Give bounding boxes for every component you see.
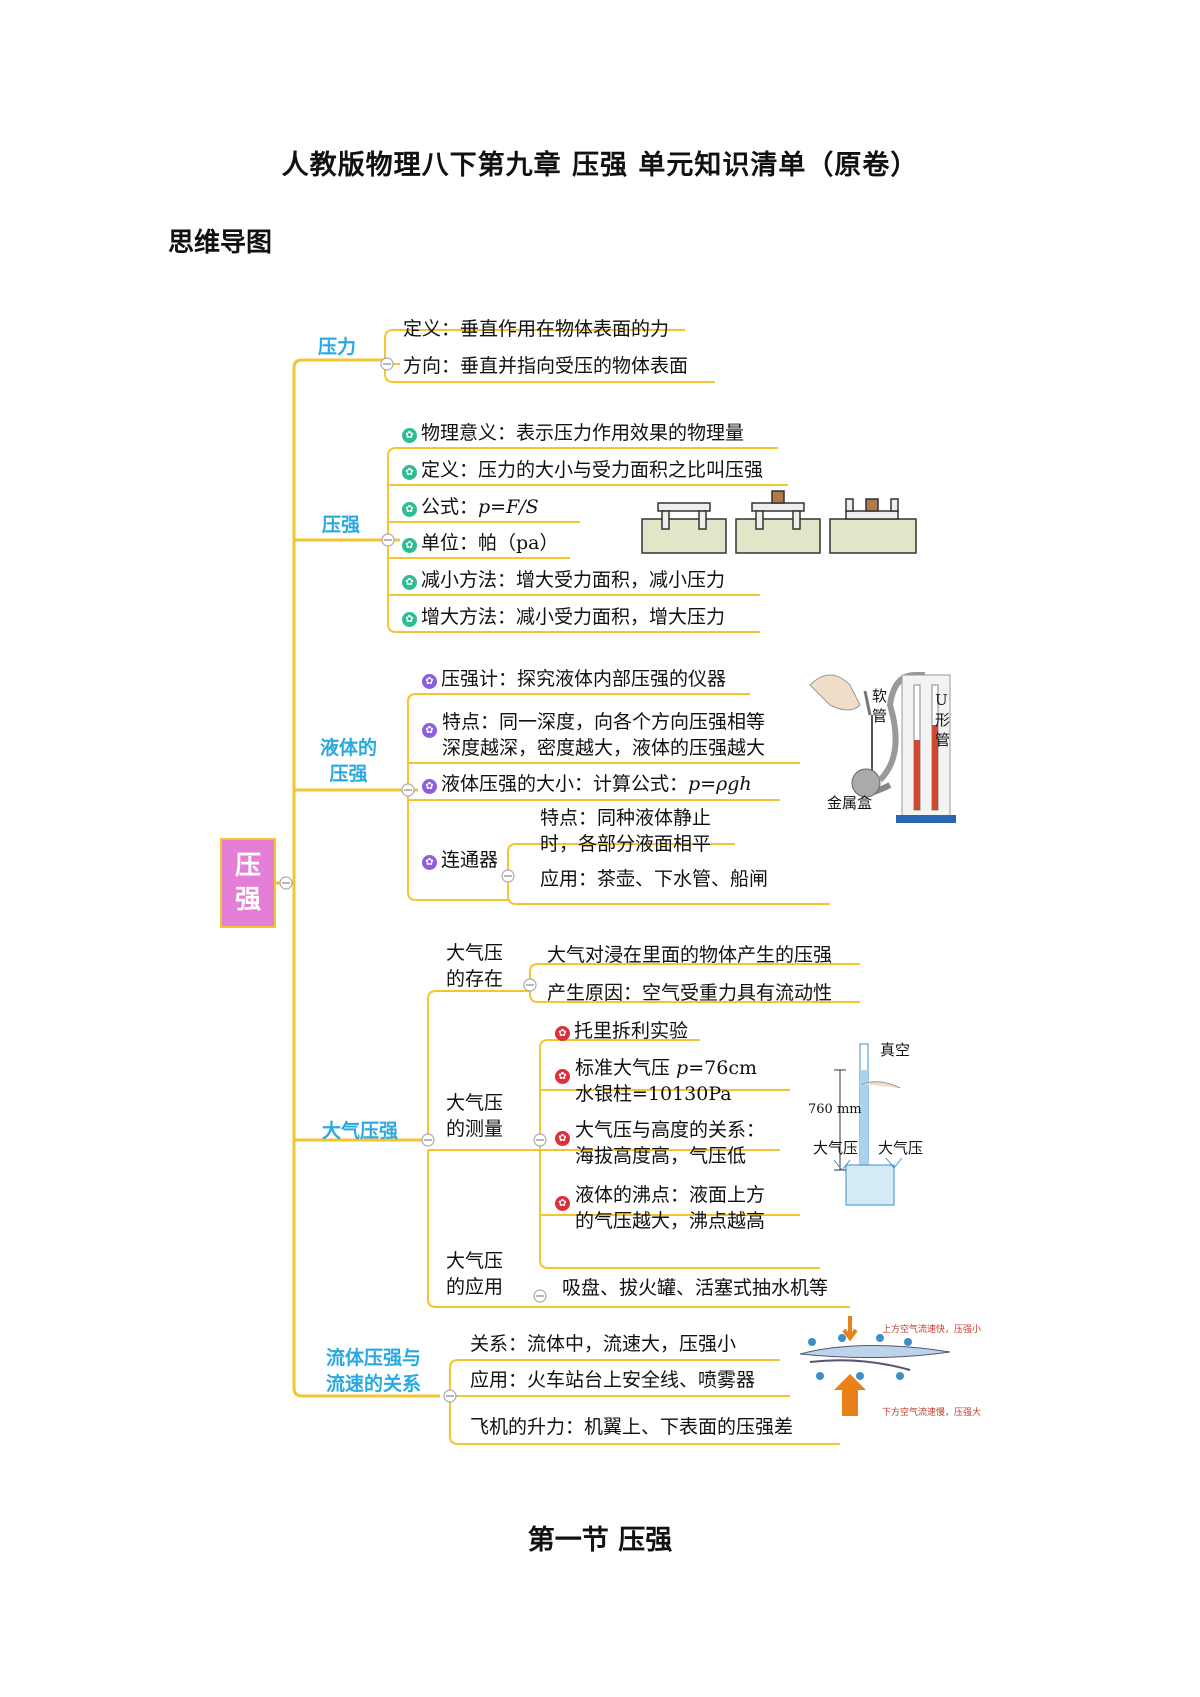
star-bullet-icon: ✿ xyxy=(402,502,417,517)
leaf-pressure-definition: ✿定义：压力的大小与受力面积之比叫压强 xyxy=(402,457,763,484)
branch-fluid-label-1: 流体压强与 xyxy=(326,1347,422,1369)
leaf-pressure-decrease: ✿减小方法：增大受力面积，减小压力 xyxy=(402,567,725,594)
leaf-atm-existence-1: 大气对浸在里面的物体产生的压强 xyxy=(547,944,833,966)
star-bullet-icon: ✿ xyxy=(402,612,417,627)
leaf-fluid-application: 应用：火车站台上安全线、喷雾器 xyxy=(470,1369,756,1391)
leaf-liquid-size: ✿液体压强的大小：计算公式：p=ρgh xyxy=(422,771,752,798)
star-bullet-icon: ✿ xyxy=(402,465,417,480)
formula-liquid: p=ρgh xyxy=(688,773,752,795)
leaf-fluid-lift: 飞机的升力：机翼上、下表面的压强差 xyxy=(470,1416,794,1438)
branch-fluid-label-2: 流速的关系 xyxy=(326,1373,422,1395)
star-bullet-icon: ✿ xyxy=(555,1196,570,1211)
leaf-pressure-force-direction: 方向：垂直并指向受压的物体表面 xyxy=(403,355,689,377)
connector-spine xyxy=(292,368,440,1398)
branch-liquid-label-1: 液体的 xyxy=(320,737,378,759)
leaf-pressure-meaning: ✿物理意义：表示压力作用效果的物理量 xyxy=(402,420,744,447)
star-bullet-icon: ✿ xyxy=(555,1026,570,1041)
star-bullet-icon: ✿ xyxy=(422,674,437,689)
label-soft-tube: 软管 xyxy=(872,687,888,725)
star-bullet-icon: ✿ xyxy=(555,1131,570,1146)
leaf-pressure-force-definition: 定义：垂直作用在物体表面的力 xyxy=(403,318,670,340)
leaf-connector-application: 应用：茶壶、下水管、船闸 xyxy=(540,868,769,890)
leaf-connector-feature: 特点：同种液体静止时，各部分液面相平 xyxy=(540,807,712,855)
node-atm-existence: 大气压的存在 xyxy=(446,942,504,990)
document-title: 人教版物理八下第九章 压强 单元知识清单（原卷） xyxy=(281,150,919,181)
section-heading: 第一节 压强 xyxy=(527,1525,673,1556)
formula-pressure: p=F/S xyxy=(478,496,539,518)
sponge-experiment-figure xyxy=(641,490,917,554)
leaf-pressure-unit: ✿单位：帕（pa） xyxy=(402,530,559,557)
connector-pressure-force xyxy=(292,358,390,369)
branch-liquid-label-2: 压强 xyxy=(329,763,368,785)
label-760mm: 760 mm xyxy=(808,1102,862,1117)
branch-pressure-force[interactable]: 压力 xyxy=(318,336,357,358)
star-bullet-icon: ✿ xyxy=(402,575,417,590)
leaf-pressure-increase: ✿增大方法：减小受力面积，增大压力 xyxy=(402,604,725,631)
root-label: 压强 xyxy=(234,851,261,915)
label-vacuum: 真空 xyxy=(880,1041,911,1059)
label-wing-bottom: 下方空气流速慢，压强大 xyxy=(882,1408,982,1418)
branch-liquid-pressure[interactable]: 液体的 压强 xyxy=(320,735,377,787)
leaf-boiling-point: ✿液体的沸点：液面上方的气压越大，沸点越高 xyxy=(555,1182,765,1234)
star-bullet-icon: ✿ xyxy=(422,723,437,738)
torricelli-figure xyxy=(833,1043,903,1206)
leaf-atm-existence-2: 产生原因：空气受重力具有流动性 xyxy=(547,982,833,1004)
mindmap-root[interactable]: 压强 xyxy=(220,838,276,928)
branch-fluid-pressure[interactable]: 流体压强与 流速的关系 xyxy=(326,1345,421,1397)
leaf-pressure-formula: ✿公式：p=F/S xyxy=(402,494,539,521)
branch-pressure[interactable]: 压强 xyxy=(322,514,361,536)
star-bullet-icon: ✿ xyxy=(555,1069,570,1084)
label-metal-box: 金属盒 xyxy=(827,794,873,812)
label-atm-right: 大气压 xyxy=(878,1139,924,1157)
star-bullet-icon: ✿ xyxy=(402,428,417,443)
label-atm-left: 大气压 xyxy=(813,1139,859,1157)
node-atm-application: 大气压的应用 xyxy=(446,1250,504,1298)
leaf-fluid-relation: 关系：流体中，流速大，压强小 xyxy=(470,1333,737,1355)
node-atm-measurement: 大气压的测量 xyxy=(446,1092,504,1140)
leaf-altitude: ✿大气压与高度的关系：海拔高度高，气压低 xyxy=(555,1117,765,1169)
leaf-connector: ✿连通器 xyxy=(422,847,498,874)
leaf-liquid-feature: ✿特点：同一深度，向各个方向压强相等深度越深，密度越大，液体的压强越大 xyxy=(422,709,765,761)
manometer-figure xyxy=(809,672,956,823)
leaf-liquid-gauge: ✿压强计：探究液体内部压强的仪器 xyxy=(422,666,726,693)
label-wing-top: 上方空气流速快，压强小 xyxy=(882,1325,982,1335)
leaf-torricelli: ✿托里拆利实验 xyxy=(555,1018,688,1045)
leaf-atm-application: 吸盘、拔火罐、活塞式抽水机等 xyxy=(562,1277,829,1299)
star-bullet-icon: ✿ xyxy=(422,779,437,794)
branch-atmospheric-pressure[interactable]: 大气压强 xyxy=(322,1120,399,1142)
star-bullet-icon: ✿ xyxy=(422,855,437,870)
mindmap-heading: 思维导图 xyxy=(168,228,273,258)
star-bullet-icon: ✿ xyxy=(402,538,417,553)
wing-airflow-figure xyxy=(799,1316,950,1416)
